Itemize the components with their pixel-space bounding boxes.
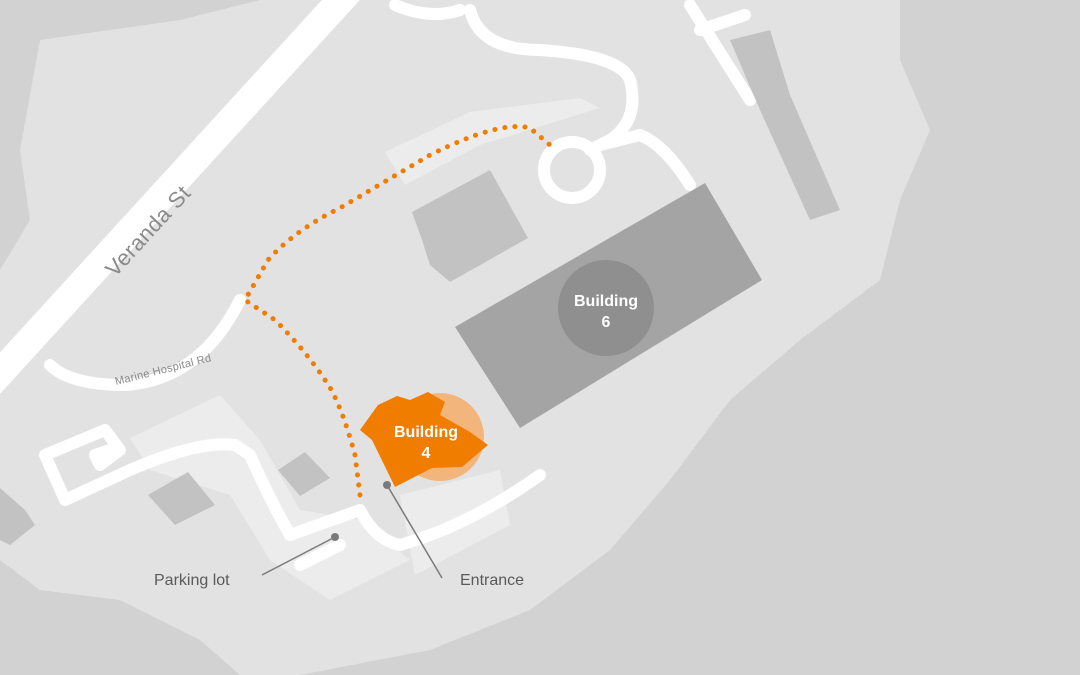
roads bbox=[0, 0, 756, 571]
building-4-label-line1: Building bbox=[394, 424, 458, 441]
walking-route bbox=[241, 124, 553, 498]
building-small-west bbox=[148, 472, 215, 525]
marine-hospital-rd bbox=[44, 294, 246, 391]
parking-road bbox=[284, 469, 546, 551]
callout-dot-icon bbox=[331, 533, 339, 541]
veranda-st-road bbox=[0, 0, 360, 394]
paved-area-north bbox=[385, 98, 600, 185]
roundabout bbox=[538, 136, 606, 204]
building-6-label-line1: Building bbox=[574, 293, 638, 310]
north-loop-road bbox=[389, 0, 696, 191]
entrance-callout-line bbox=[386, 484, 443, 579]
building-6-marker bbox=[558, 260, 654, 356]
parking-spur bbox=[294, 539, 346, 571]
building-northeast bbox=[730, 30, 840, 220]
parking-callout-line bbox=[261, 536, 336, 576]
callout-dot-icon bbox=[383, 481, 391, 489]
building-small-center bbox=[278, 452, 330, 496]
west-loop-road bbox=[39, 424, 296, 541]
callouts bbox=[261, 481, 443, 579]
building-4-footprint bbox=[360, 392, 488, 487]
northeast-road bbox=[684, 0, 756, 106]
building-6-label-line2: 6 bbox=[602, 314, 611, 331]
building-4-label-line2: 4 bbox=[422, 445, 431, 462]
building-far-west bbox=[0, 488, 35, 545]
entrance-label: Entrance bbox=[460, 572, 524, 589]
building-north bbox=[412, 170, 528, 282]
parking-lot-label: Parking lot bbox=[154, 572, 230, 589]
minor-buildings bbox=[0, 30, 840, 545]
